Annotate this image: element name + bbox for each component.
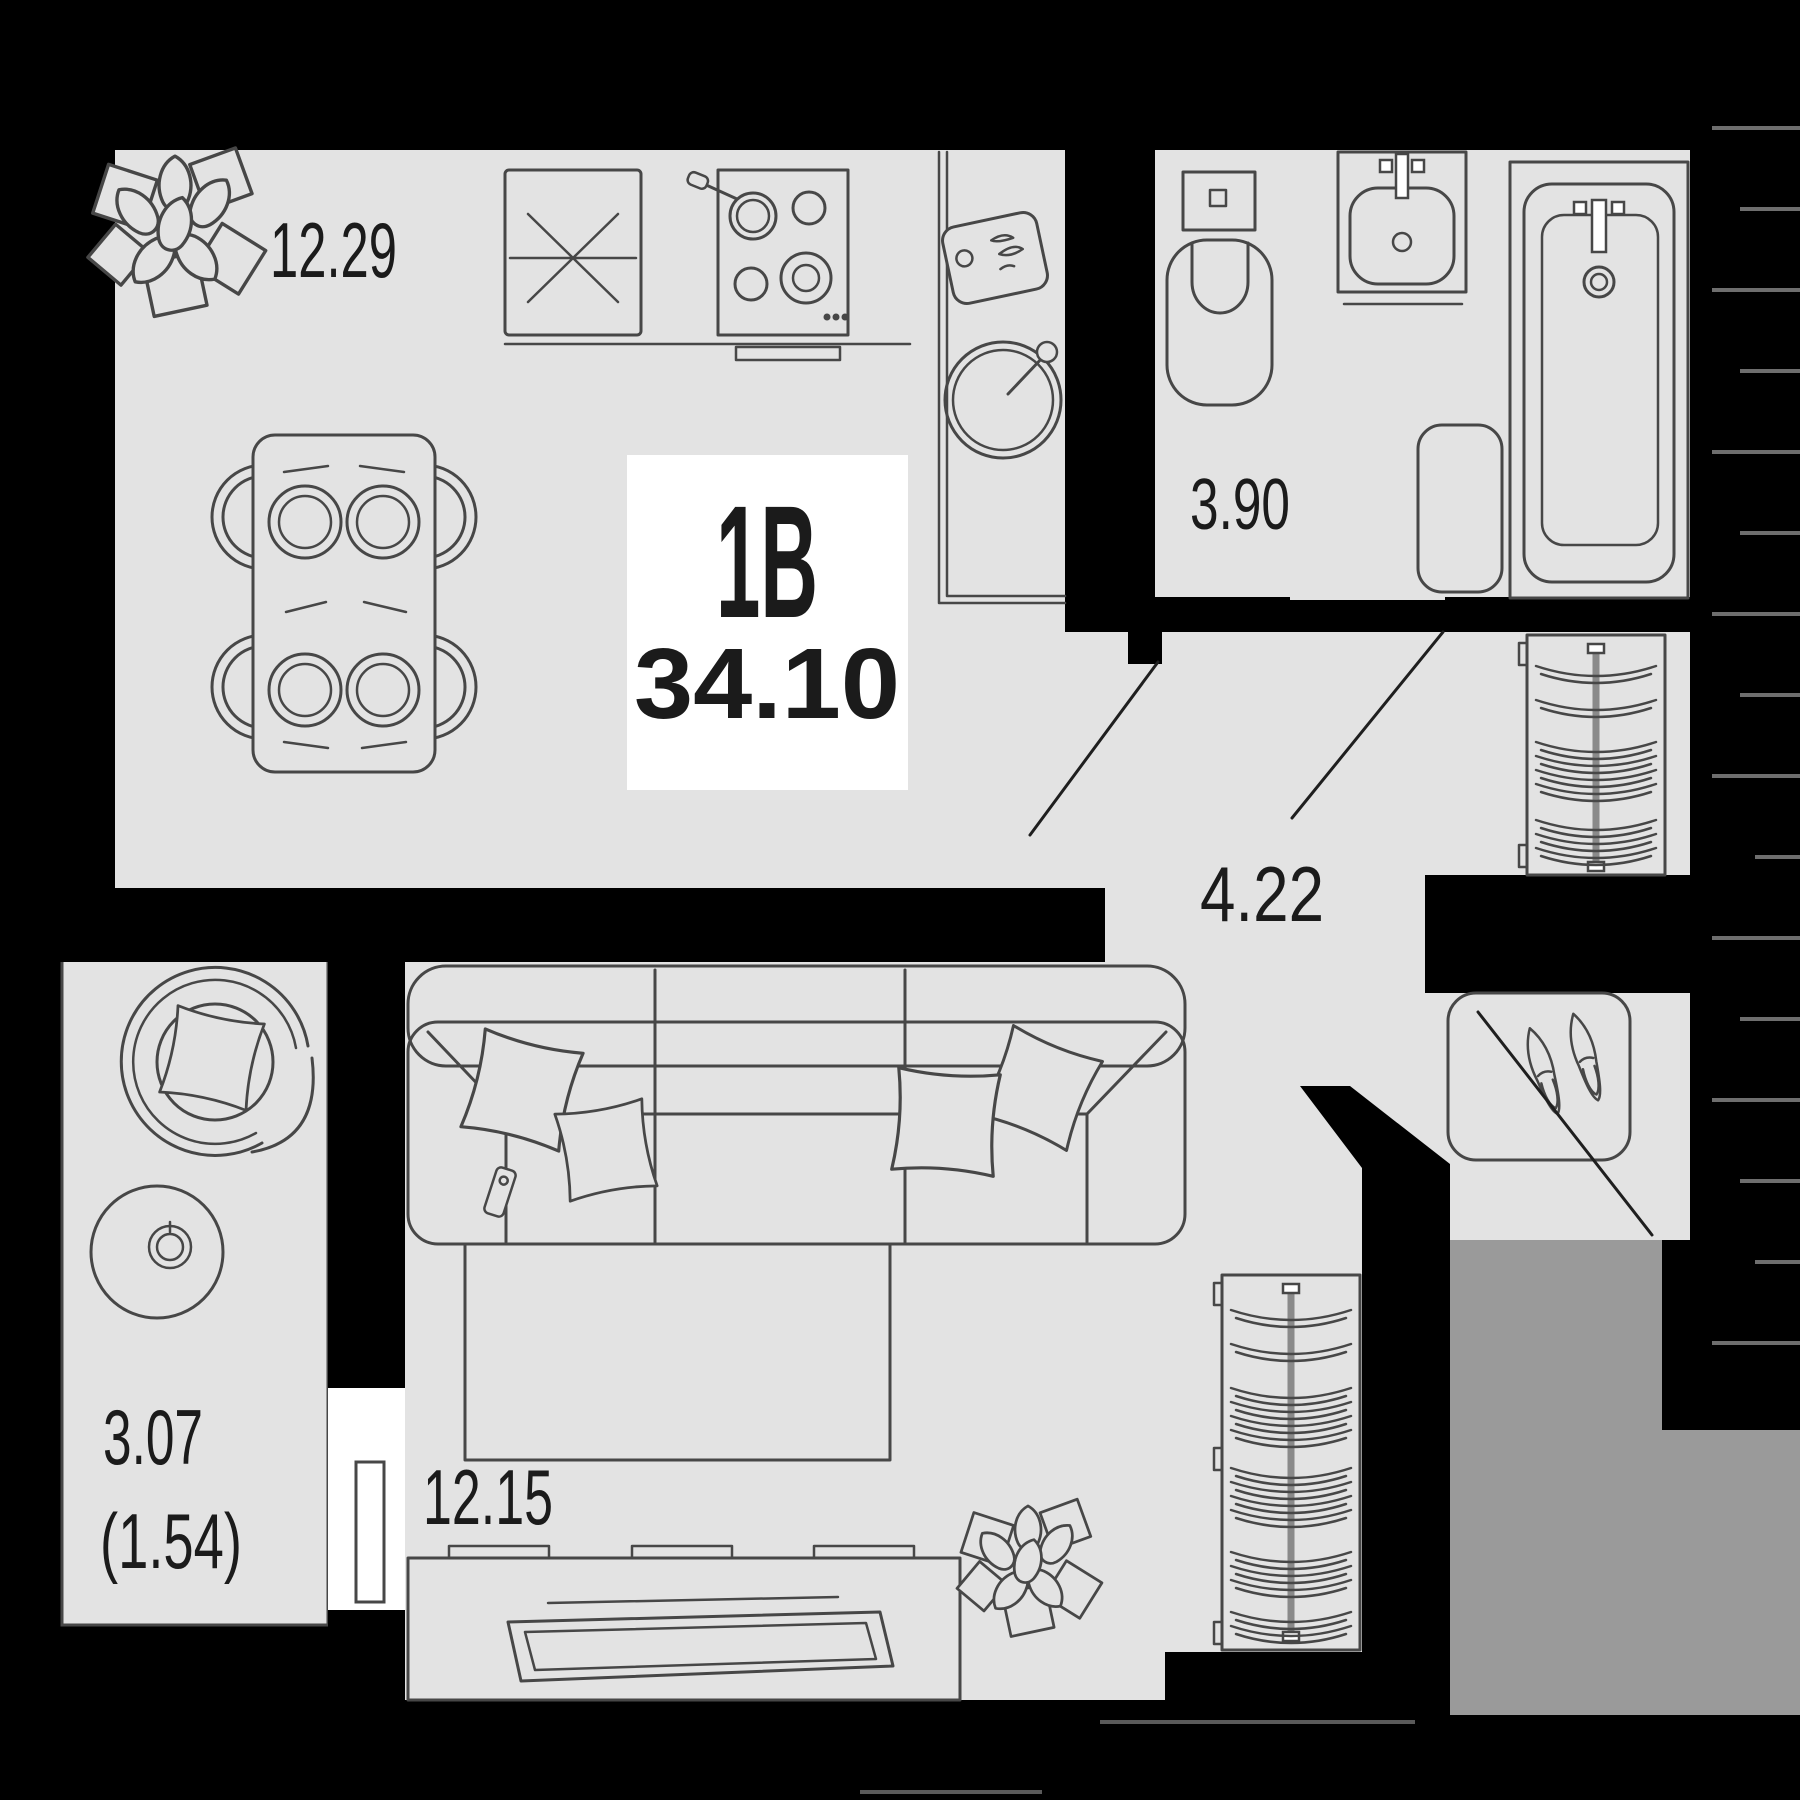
bathroom-wall-left	[1155, 597, 1290, 632]
shoe-cabinet-icon	[1446, 991, 1632, 1162]
balcony-furniture	[89, 965, 386, 1604]
living-bottom-wall-right	[1165, 1652, 1450, 1716]
kitchen-furniture	[88, 148, 1067, 774]
bath-mat-icon	[1416, 423, 1504, 594]
tv-icon	[506, 1595, 895, 1683]
unit-card: 1B 34.10	[627, 455, 908, 790]
tv-stand-icon	[406, 1544, 962, 1702]
rug-icon	[463, 1242, 892, 1462]
bathroom-door-swing-line	[1290, 630, 1445, 820]
kitchen-counter	[937, 150, 1067, 605]
stairs-context-lines	[860, 126, 1800, 1794]
toilet-icon	[1165, 170, 1274, 407]
kitchen-door-stub	[1128, 630, 1162, 664]
dining-table-group	[210, 433, 478, 774]
door-swings	[1028, 630, 1654, 1237]
sofa-icon	[406, 964, 1187, 1246]
pillow-icon	[890, 1066, 1002, 1178]
pillow-icon	[553, 1097, 659, 1203]
plate-icons	[267, 464, 421, 750]
plant-icon	[88, 148, 266, 316]
bathroom-wall-right	[1445, 597, 1690, 632]
bathroom-furniture	[1165, 150, 1690, 600]
dining-table-icon	[251, 433, 437, 774]
kitchen-sink-icon	[943, 340, 1063, 460]
balcony-door-icon	[354, 1460, 386, 1604]
unit-total-area-label: 34.10	[634, 628, 900, 740]
tv-remote-icon	[483, 1166, 517, 1218]
kitchen-door-swing-line	[1028, 660, 1160, 837]
cutting-board-icon	[941, 210, 1049, 306]
living-room-area-label: 12.15	[423, 1453, 553, 1541]
vestibule-corner-wall	[1662, 1240, 1800, 1430]
fridge-icon	[503, 168, 912, 346]
balcony-area-label: 3.07	[103, 1393, 203, 1481]
bathroom-area-label: 3.90	[1190, 465, 1290, 545]
hallway-right-wall	[1425, 875, 1700, 993]
hallway-wardrobe-icon	[1517, 633, 1667, 877]
hallway-area-label: 4.22	[1200, 850, 1324, 938]
labels: 12.29 3.90 4.22 12.15 3.07 (1.54)	[100, 206, 1324, 1585]
living-wardrobe-icon	[1212, 1273, 1362, 1652]
armchair-icon	[119, 965, 315, 1157]
entrance-angled-wall	[1300, 1086, 1450, 1658]
unit-card-background	[627, 455, 908, 790]
unit-type-label: 1B	[716, 472, 818, 651]
kitchen-bottom-wall	[60, 888, 1105, 962]
washbasin-icon	[1336, 150, 1468, 306]
balcony-coefficient-area-label: (1.54)	[100, 1497, 242, 1585]
side-table-icon	[89, 1184, 225, 1320]
hallway-furniture	[1446, 633, 1667, 1162]
stove-icon	[686, 168, 850, 362]
vent-shaft-wall	[1065, 150, 1155, 630]
bathtub-icon	[1508, 160, 1690, 600]
kitchen-area-label: 12.29	[270, 206, 397, 294]
living-room-furniture	[406, 964, 1362, 1702]
entrance-door-swing-line	[1476, 1010, 1654, 1237]
